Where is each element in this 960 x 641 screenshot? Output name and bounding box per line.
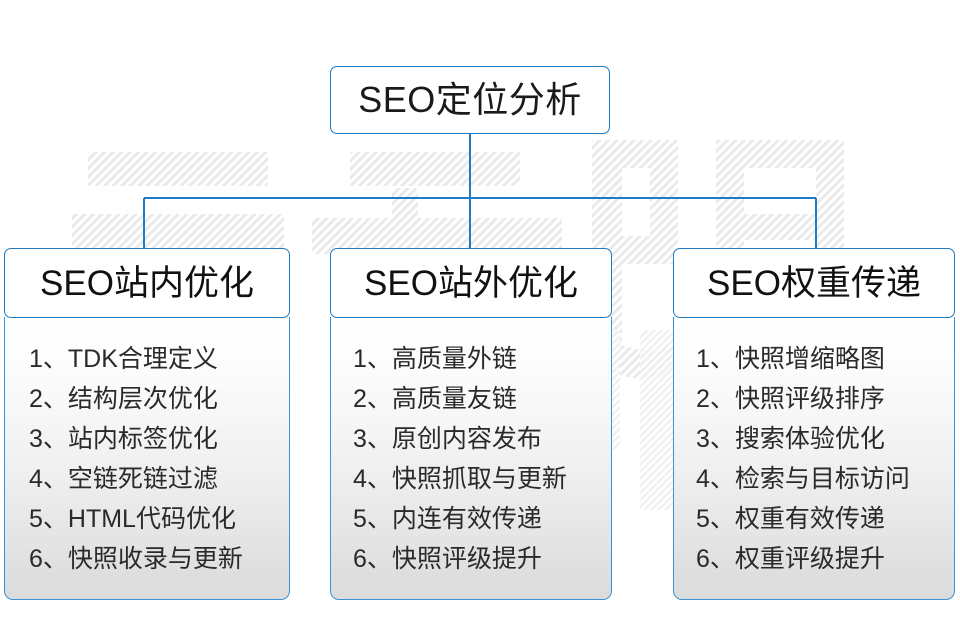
list-item: 4、 检索与目标访问 <box>674 459 954 499</box>
list-item-number: 6、 <box>29 544 68 573</box>
list-item-text: 快照评级提升 <box>391 544 542 573</box>
list-item: 5、 权重有效传递 <box>674 499 954 539</box>
list-item-number: 4、 <box>696 464 735 493</box>
list-item: 6、 快照收录与更新 <box>5 539 289 579</box>
list-item-text: 站内标签优化 <box>67 424 218 453</box>
list-item-text: HTML代码优化 <box>67 504 236 533</box>
list-item-text: 空链死链过滤 <box>67 464 218 493</box>
list-item-number: 4、 <box>353 464 392 493</box>
root-node-label: SEO定位分析 <box>358 79 582 120</box>
list-item-number: 1、 <box>353 344 392 373</box>
list-item-number: 3、 <box>29 424 68 453</box>
list-item: 5、 HTML代码优化 <box>5 499 289 539</box>
branch-header-label-1: SEO站内优化 <box>40 263 254 303</box>
root-node[interactable]: SEO定位分析 <box>330 66 610 134</box>
list-item-text: 原创内容发布 <box>391 424 542 453</box>
list-item: 3、 站内标签优化 <box>5 419 289 459</box>
list-item: 3、 原创内容发布 <box>331 419 611 459</box>
list-item-text: 检索与目标访问 <box>734 464 910 493</box>
list-item-number: 3、 <box>696 424 735 453</box>
list-item-number: 5、 <box>29 504 68 533</box>
list-item-number: 4、 <box>29 464 68 493</box>
branch-body-1: 1、 TDK合理定义 2、 结构层次优化 3、 站内标签优化 4、 空链死链过滤… <box>4 317 290 600</box>
branch-body-3: 1、 快照增缩略图 2、 快照评级排序 3、 搜索体验优化 4、 检索与目标访问… <box>673 317 955 600</box>
list-item-number: 2、 <box>29 384 68 413</box>
branch-header-2[interactable]: SEO站外优化 <box>330 248 612 318</box>
list-item: 6、 权重评级提升 <box>674 539 954 579</box>
list-item: 5、 内连有效传递 <box>331 499 611 539</box>
branch-column-1: SEO站内优化 1、 TDK合理定义 2、 结构层次优化 3、 站内标签优化 4… <box>4 248 290 600</box>
branch-header-3[interactable]: SEO权重传递 <box>673 248 955 318</box>
list-item-text: 快照增缩略图 <box>734 344 885 373</box>
list-item: 1、 高质量外链 <box>331 339 611 379</box>
list-item: 6、 快照评级提升 <box>331 539 611 579</box>
list-item-text: 权重评级提升 <box>734 544 885 573</box>
list-item-text: 结构层次优化 <box>67 384 218 413</box>
list-item: 2、 快照评级排序 <box>674 379 954 419</box>
list-item-text: 快照抓取与更新 <box>391 464 567 493</box>
list-item: 3、 搜索体验优化 <box>674 419 954 459</box>
list-item: 1、 TDK合理定义 <box>5 339 289 379</box>
list-item-number: 6、 <box>696 544 735 573</box>
list-item-text: TDK合理定义 <box>67 344 218 373</box>
list-item-number: 3、 <box>353 424 392 453</box>
list-item-number: 1、 <box>696 344 735 373</box>
branch-column-3: SEO权重传递 1、 快照增缩略图 2、 快照评级排序 3、 搜索体验优化 4、… <box>673 248 955 600</box>
branch-header-label-2: SEO站外优化 <box>364 263 578 303</box>
list-item-number: 1、 <box>29 344 68 373</box>
list-item-text: 高质量外链 <box>391 344 517 373</box>
list-item: 4、 快照抓取与更新 <box>331 459 611 499</box>
list-item-number: 5、 <box>696 504 735 533</box>
list-item-text: 权重有效传递 <box>734 504 885 533</box>
branch-column-2: SEO站外优化 1、 高质量外链 2、 高质量友链 3、 原创内容发布 4、 快… <box>330 248 612 600</box>
list-item-text: 快照收录与更新 <box>67 544 243 573</box>
list-item: 1、 快照增缩略图 <box>674 339 954 379</box>
list-item: 2、 高质量友链 <box>331 379 611 419</box>
list-item: 2、 结构层次优化 <box>5 379 289 419</box>
branch-body-2: 1、 高质量外链 2、 高质量友链 3、 原创内容发布 4、 快照抓取与更新 5… <box>330 317 612 600</box>
list-item-text: 快照评级排序 <box>734 384 885 413</box>
list-item-number: 5、 <box>353 504 392 533</box>
list-item-number: 2、 <box>353 384 392 413</box>
list-item-text: 高质量友链 <box>391 384 517 413</box>
branch-header-label-3: SEO权重传递 <box>707 263 921 303</box>
branch-header-1[interactable]: SEO站内优化 <box>4 248 290 318</box>
list-item-number: 2、 <box>696 384 735 413</box>
list-item-number: 6、 <box>353 544 392 573</box>
list-item: 4、 空链死链过滤 <box>5 459 289 499</box>
list-item-text: 内连有效传递 <box>391 504 542 533</box>
list-item-text: 搜索体验优化 <box>734 424 885 453</box>
